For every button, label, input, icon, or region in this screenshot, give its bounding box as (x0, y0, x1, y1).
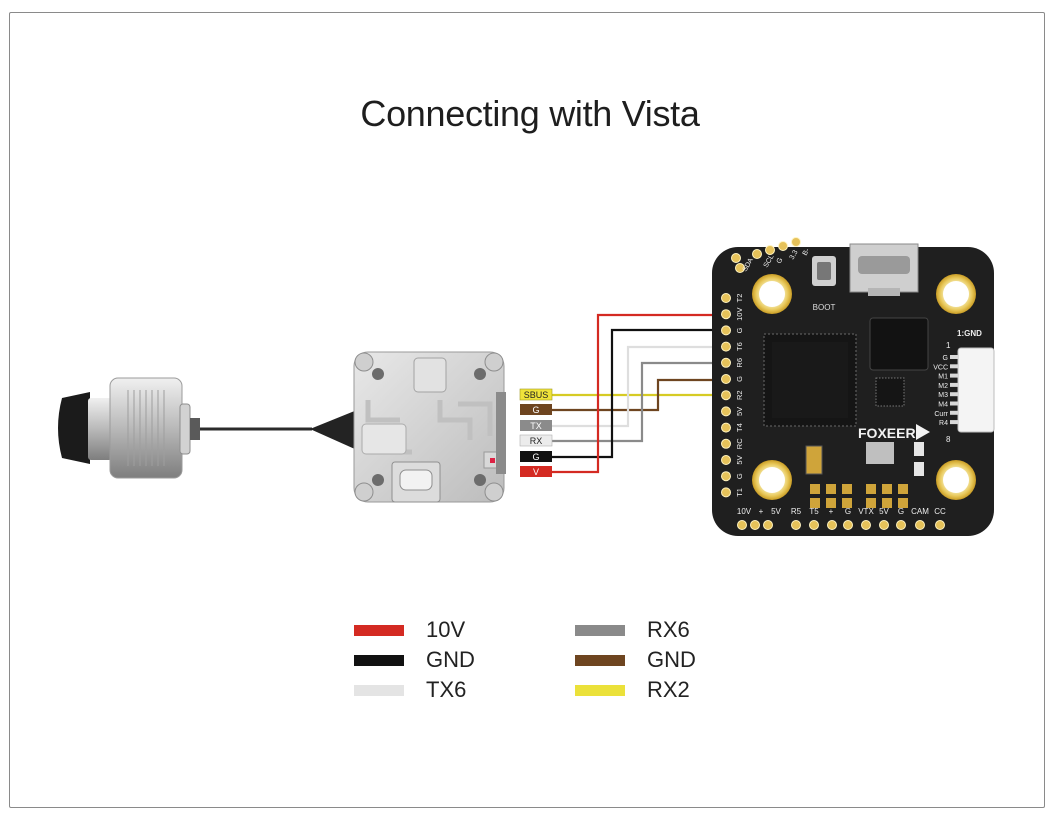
esc-pin-label: M3 (938, 392, 948, 399)
left-pad (721, 487, 731, 498)
left-pad-label: G (735, 473, 744, 479)
wire-tx (550, 345, 722, 428)
bottom-pad-label: VTX (858, 507, 874, 516)
left-pad (721, 438, 731, 449)
esc-pin (950, 364, 958, 369)
bottom-pad (809, 520, 819, 530)
esc-pin (950, 410, 958, 415)
esc-pin-label: VCC (933, 364, 948, 371)
esc-pin-label: Curr (934, 411, 948, 418)
bottom-pad-label: T5 (809, 507, 819, 516)
connector-labels: SBUS G TX RX G V (519, 388, 553, 477)
top-pad (752, 249, 762, 259)
left-pad (721, 357, 731, 368)
connector-label-v: V (533, 467, 539, 477)
left-pad (735, 263, 745, 273)
esc-pin (950, 401, 958, 406)
diagram-title: Connecting with Vista (360, 93, 700, 134)
bottom-pad (879, 520, 889, 530)
left-pad (721, 293, 731, 303)
wires (550, 313, 722, 474)
top-pad (778, 241, 788, 251)
connector-label-g-brown: G (532, 405, 539, 415)
wire-rx (550, 361, 722, 443)
boot-label: BOOT (813, 303, 836, 312)
left-pad-label: T2 (735, 294, 744, 303)
left-pad-label: T1 (735, 488, 744, 497)
esc-header-label: 1:GND (957, 329, 982, 338)
connector-label-tx: TX (530, 421, 542, 431)
left-pad-label: T4 (735, 423, 744, 432)
bottom-pad-label: CAM (911, 507, 929, 516)
bottom-pad-label: G (845, 507, 851, 516)
connector-label-sbus: SBUS (524, 390, 549, 400)
bottom-pad (935, 520, 945, 530)
bottom-pad-label: R5 (791, 507, 802, 516)
bottom-pad (791, 520, 801, 530)
esc-pin-label: G (943, 355, 948, 362)
vista-module (353, 351, 506, 503)
esc-pin (950, 373, 958, 378)
left-pad-label: T6 (735, 342, 744, 351)
top-pad (765, 245, 775, 255)
bottom-pad-label: 5V (879, 507, 889, 516)
left-pad (721, 374, 731, 384)
bottom-pad (763, 520, 773, 530)
connector-label-g-black: G (532, 452, 539, 462)
bottom-pad (737, 520, 747, 530)
left-pad (721, 455, 731, 465)
bottom-pad (861, 520, 871, 530)
esc-num-8: 8 (946, 435, 951, 444)
left-pad-label: RC (735, 438, 744, 449)
left-pad (721, 309, 731, 320)
esc-num-1: 1 (946, 341, 951, 350)
bottom-pad (896, 520, 906, 530)
top-pad (731, 253, 741, 263)
bottom-pad (750, 520, 760, 530)
connector-label-rx: RX (530, 436, 543, 446)
bottom-pad-label: + (759, 507, 764, 516)
bottom-pad (915, 520, 925, 530)
camera (58, 377, 357, 479)
left-pad (721, 471, 731, 482)
wire-10v (550, 313, 722, 474)
esc-pin-label: M4 (938, 402, 948, 409)
top-pad (791, 237, 801, 247)
left-pad (721, 390, 731, 401)
left-pad-label: G (735, 327, 744, 333)
bottom-pad-label: 5V (771, 507, 781, 516)
bottom-pad-label: + (829, 507, 834, 516)
left-pad (721, 341, 731, 352)
bottom-pad-label: G (898, 507, 904, 516)
left-pad (721, 406, 731, 417)
esc-pin (950, 420, 958, 425)
wire-gnd-black (550, 328, 722, 459)
left-pad-label: 5V (735, 407, 744, 416)
fc-brand: FOXEER (858, 425, 916, 441)
bottom-pad (843, 520, 853, 530)
left-pad-label: R6 (735, 358, 744, 368)
esc-pin (950, 392, 958, 397)
esc-pin-label: R4 (939, 420, 948, 427)
left-pad-label: 5V (735, 455, 744, 464)
top-pad-label: G (776, 257, 785, 265)
top-pad-label: B- (802, 247, 812, 257)
esc-pin (950, 382, 958, 387)
left-pad-label: 10V (735, 308, 744, 321)
top-pad-label: 3.3 (789, 249, 800, 261)
left-pad (721, 325, 731, 336)
wire-gnd-brown (550, 378, 722, 412)
left-pad (721, 422, 731, 433)
left-pad-label: G (735, 376, 744, 382)
esc-pin (950, 355, 958, 359)
bottom-pad-label: CC (934, 507, 946, 516)
esc-pin-label: M2 (938, 383, 948, 390)
esc-pin-label: M1 (938, 374, 948, 381)
left-pad-label: R2 (735, 390, 744, 400)
bottom-pad-label: 10V (737, 507, 752, 516)
bottom-pad (827, 520, 837, 530)
